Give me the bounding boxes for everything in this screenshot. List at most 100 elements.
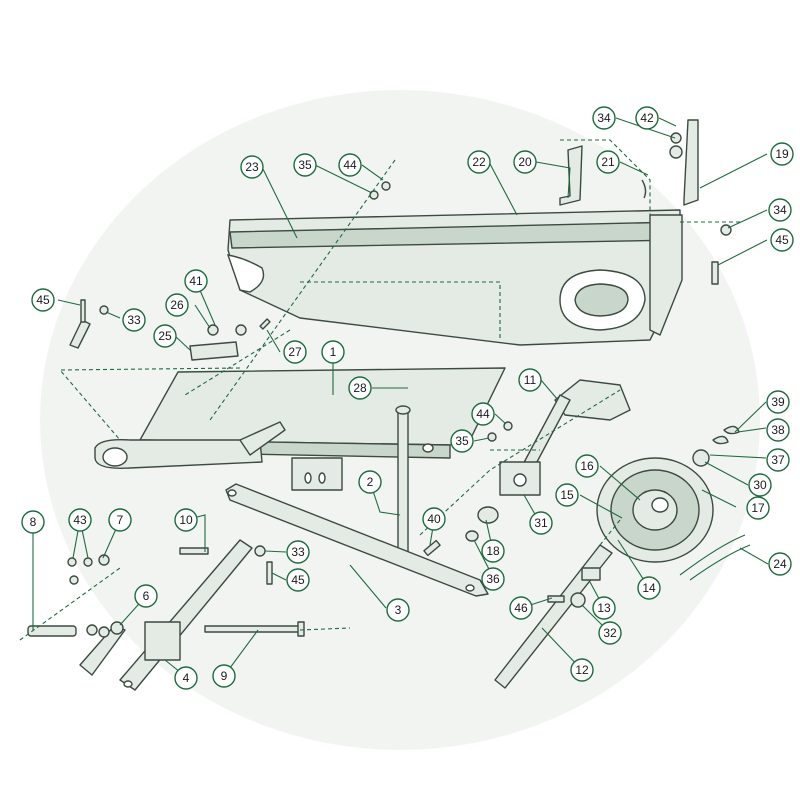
callout-26: 26	[165, 293, 189, 317]
callout-44: 44	[471, 402, 495, 426]
callout-43: 43	[68, 508, 92, 532]
svg-text:34: 34	[773, 203, 787, 217]
callout-1: 1	[321, 340, 345, 364]
callout-36: 36	[481, 567, 505, 591]
svg-text:45: 45	[36, 293, 50, 307]
svg-text:28: 28	[353, 381, 367, 395]
callout-44: 44	[338, 153, 362, 177]
svg-text:36: 36	[486, 572, 500, 586]
callout-33: 33	[286, 540, 310, 564]
svg-text:4: 4	[183, 671, 190, 685]
callout-30: 30	[748, 473, 772, 497]
svg-text:41: 41	[189, 274, 203, 288]
callout-37: 37	[766, 448, 790, 472]
svg-text:20: 20	[518, 155, 532, 169]
svg-text:35: 35	[455, 434, 469, 448]
svg-text:26: 26	[170, 298, 184, 312]
svg-text:10: 10	[179, 513, 193, 527]
pulley	[596, 457, 714, 563]
svg-text:38: 38	[771, 423, 785, 437]
callout-39: 39	[766, 390, 790, 414]
callout-45: 45	[286, 568, 310, 592]
callout-45: 45	[770, 228, 794, 252]
callout-41: 41	[184, 269, 208, 293]
callout-4: 4	[174, 666, 198, 690]
belt-arc	[679, 534, 746, 576]
main-housing	[226, 209, 683, 346]
svg-text:6: 6	[143, 589, 150, 603]
svg-text:37: 37	[771, 453, 785, 467]
callout-24: 24	[768, 552, 792, 576]
callout-9: 9	[212, 664, 236, 688]
callout-3: 3	[386, 598, 410, 622]
callout-35: 35	[293, 153, 317, 177]
callout-11: 11	[518, 368, 542, 392]
callout-12: 12	[570, 658, 594, 682]
svg-text:27: 27	[288, 345, 302, 359]
base-plate	[94, 367, 506, 491]
bracket	[519, 379, 631, 476]
svg-text:13: 13	[597, 601, 611, 615]
callout-8: 8	[21, 510, 45, 534]
svg-text:22: 22	[472, 155, 486, 169]
bearing-housing	[499, 461, 541, 496]
svg-text:25: 25	[158, 329, 172, 343]
callout-20: 20	[513, 150, 537, 174]
callout-31: 31	[529, 511, 553, 535]
callout-6: 6	[134, 584, 158, 608]
svg-text:33: 33	[127, 313, 141, 327]
callout-35: 35	[450, 429, 474, 453]
callout-34: 34	[768, 198, 792, 222]
svg-text:16: 16	[580, 459, 594, 473]
svg-text:39: 39	[771, 395, 785, 409]
callout-25: 25	[153, 324, 177, 348]
shaft	[494, 544, 613, 689]
l-bracket	[559, 145, 583, 206]
svg-text:35: 35	[298, 158, 312, 172]
callout-42: 42	[635, 106, 659, 130]
svg-text:19: 19	[775, 147, 789, 161]
callout-40: 40	[422, 507, 446, 531]
svg-text:31: 31	[534, 516, 548, 530]
svg-text:12: 12	[575, 663, 589, 677]
spring	[27, 625, 77, 637]
svg-text:44: 44	[476, 407, 490, 421]
svg-text:24: 24	[773, 557, 787, 571]
callout-34: 34	[592, 106, 616, 130]
svg-text:21: 21	[601, 155, 615, 169]
callout-7: 7	[108, 508, 132, 532]
svg-text:30: 30	[753, 478, 767, 492]
callout-27: 27	[283, 340, 307, 364]
svg-text:40: 40	[427, 512, 441, 526]
callout-17: 17	[746, 496, 770, 520]
callout-28: 28	[348, 376, 372, 400]
svg-text:45: 45	[291, 573, 305, 587]
svg-text:9: 9	[221, 669, 228, 683]
lower-arm	[119, 539, 253, 691]
svg-text:7: 7	[117, 513, 124, 527]
svg-text:44: 44	[343, 158, 357, 172]
svg-text:23: 23	[245, 160, 259, 174]
rod	[683, 119, 699, 206]
vertical-rod	[395, 405, 411, 555]
small-hardware	[67, 132, 740, 638]
svg-text:32: 32	[603, 626, 617, 640]
callout-22: 22	[467, 150, 491, 174]
long-link	[225, 483, 489, 597]
callout-16: 16	[575, 454, 599, 478]
long-bolt	[204, 621, 305, 637]
svg-text:33: 33	[291, 545, 305, 559]
svg-text:43: 43	[73, 513, 87, 527]
callout-33: 33	[122, 308, 146, 332]
svg-text:3: 3	[395, 603, 402, 617]
callout-14: 14	[637, 576, 661, 600]
svg-text:46: 46	[514, 601, 528, 615]
callout-2: 2	[358, 470, 382, 494]
svg-text:8: 8	[30, 515, 37, 529]
callout-10: 10	[174, 508, 198, 532]
washer	[465, 530, 479, 542]
svg-text:45: 45	[775, 233, 789, 247]
callout-46: 46	[509, 596, 533, 620]
washer	[477, 506, 499, 524]
callout-45: 45	[31, 288, 55, 312]
